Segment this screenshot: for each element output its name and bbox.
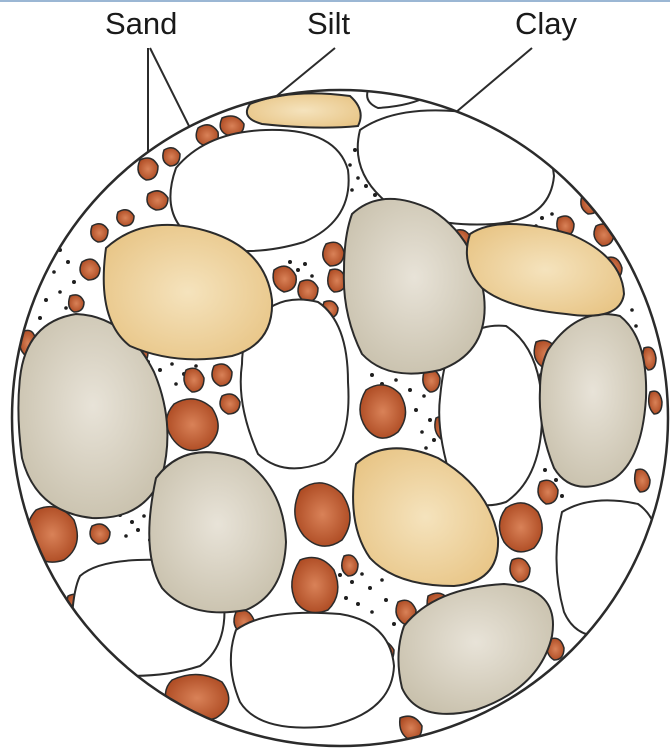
silt-particle <box>147 191 168 210</box>
silt-particle <box>184 368 204 392</box>
silt-particle <box>538 480 558 504</box>
silt-particle <box>342 555 358 576</box>
silt-particle <box>649 391 662 414</box>
silt-particle <box>80 259 100 280</box>
silt-particle <box>220 394 240 414</box>
sand-grain <box>231 613 394 728</box>
silt-particle <box>292 558 338 613</box>
silt-particle <box>90 524 110 544</box>
silt-particle <box>499 503 542 552</box>
soil-sample <box>12 88 668 746</box>
sand-label: Sand <box>105 6 177 41</box>
silt-particle <box>510 558 530 582</box>
sand-grain <box>556 500 657 636</box>
silt-particle <box>117 210 134 226</box>
silt-particle <box>91 224 108 242</box>
silt-particle <box>69 295 84 312</box>
silt-particle <box>323 242 344 266</box>
silt-particle <box>360 385 406 438</box>
clay-label: Clay <box>515 6 578 41</box>
silt-particle <box>163 148 180 166</box>
silt-label: Silt <box>307 6 350 41</box>
silt-particle <box>212 364 232 386</box>
sand-grain <box>540 314 646 487</box>
silt-particle <box>138 158 158 180</box>
